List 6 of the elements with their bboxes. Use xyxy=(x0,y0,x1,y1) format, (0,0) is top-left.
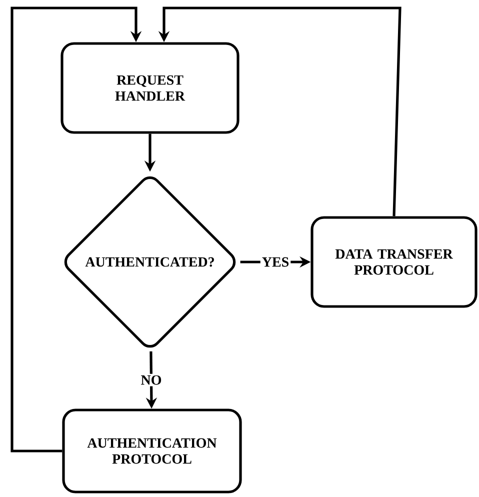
process-box: REQUEST HANDLER xyxy=(60,42,240,134)
edge-label: YES xyxy=(260,256,291,268)
arrow xyxy=(10,6,142,452)
process-box: DATA TRANSFER PROTOCOL xyxy=(310,216,478,308)
process-box: AUTHENTICATION PROTOCOL xyxy=(62,408,242,494)
edge-label: NO xyxy=(139,374,164,386)
